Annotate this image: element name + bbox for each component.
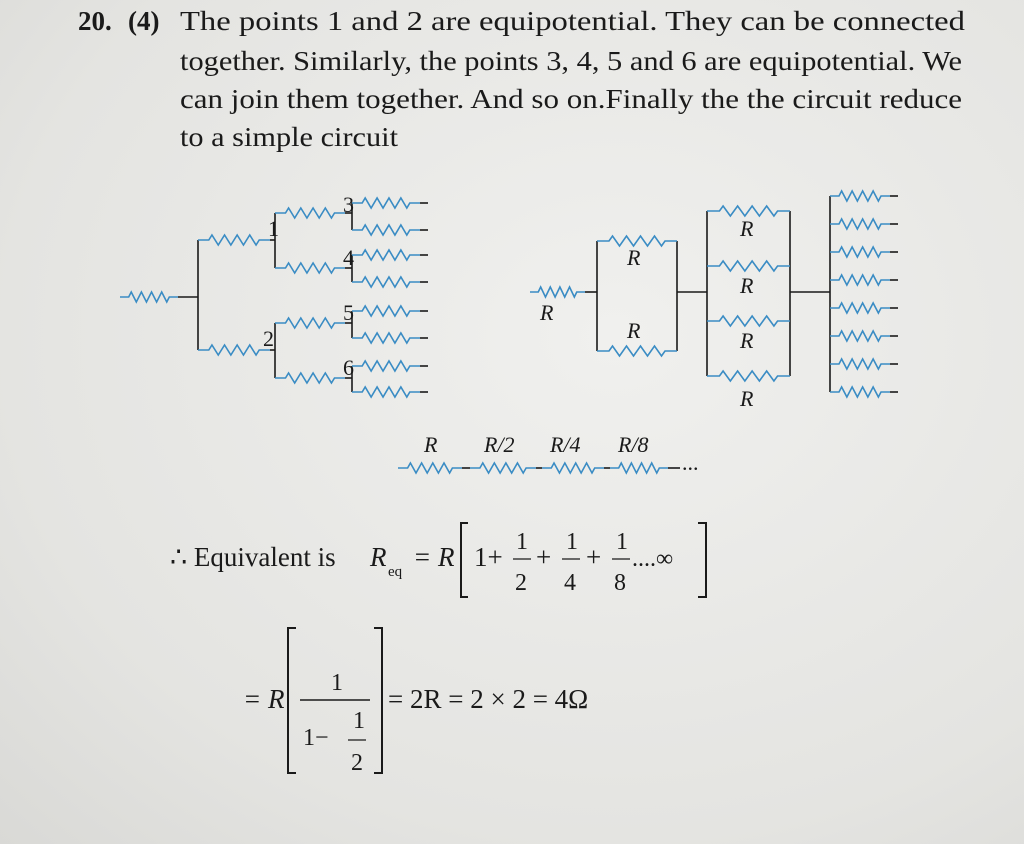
resistor	[198, 343, 270, 357]
fraction-numerator: 1	[516, 529, 528, 555]
inner-numerator: 1	[353, 708, 365, 734]
node-label-4: 4	[343, 245, 354, 270]
resistor	[352, 359, 420, 373]
resistor	[597, 344, 677, 358]
resistor	[707, 259, 790, 273]
resistor	[707, 204, 790, 218]
equation-equals-r: = R	[413, 542, 455, 572]
resistor	[275, 316, 345, 330]
series-label: R	[423, 432, 438, 457]
node-label-6: 6	[343, 355, 354, 380]
answer-option: (4)	[128, 6, 159, 36]
equation-equals-r: = R	[243, 684, 285, 714]
resistor	[352, 275, 420, 289]
resistor-labels: R R R R R R R	[539, 216, 754, 411]
resistor-label: R	[739, 273, 754, 298]
resistor	[275, 261, 345, 275]
series-label: R/4	[549, 432, 581, 457]
series-labels: R R/2 R/4 R/8 ...	[423, 432, 699, 475]
resistor	[542, 461, 604, 475]
equation-lhs: R	[369, 542, 387, 572]
text-line: to a simple circuit	[180, 122, 399, 152]
circuit-diagrams	[120, 189, 898, 475]
fraction-denominator-prefix: 1−	[303, 725, 329, 751]
resistor-label: R	[626, 318, 641, 343]
node-label-2: 2	[263, 326, 274, 351]
fraction-numerator: 1	[566, 529, 578, 555]
resistor	[470, 461, 536, 475]
resistor	[198, 233, 270, 247]
series-label: R/2	[483, 432, 515, 457]
resistor	[597, 234, 677, 248]
series-ellipsis: ...	[682, 450, 699, 475]
resistor	[707, 314, 790, 328]
plus-sign: +	[586, 542, 601, 572]
equation-result: = R 1 1− 1 2 = 2R = 2 × 2 = 4Ω	[243, 627, 588, 776]
resistor	[530, 285, 585, 299]
problem-statement: 20. (4) The points 1 and 2 are equipoten…	[78, 6, 966, 152]
node-labels: 1 2 3 4 5 6	[263, 192, 354, 380]
resistor-label: R	[539, 300, 554, 325]
node-label-1: 1	[268, 216, 279, 241]
equation-prefix: ∴ Equivalent is	[170, 542, 336, 572]
plus-sign: +	[536, 542, 551, 572]
equation-lhs-subscript: eq	[388, 564, 403, 580]
resistor	[707, 369, 790, 383]
fraction-denominator: 4	[564, 570, 576, 596]
equation-series-sum: ∴ Equivalent is R eq = R 1+ 1 2 + 1 4 + …	[170, 522, 707, 598]
resistor-label: R	[739, 216, 754, 241]
resistor	[830, 245, 890, 259]
node-label-3: 3	[343, 192, 354, 217]
resistor	[830, 385, 890, 399]
node-label-5: 5	[343, 300, 354, 325]
fraction-denominator: 8	[614, 570, 626, 596]
text-line: can join them together. And so on.Finall…	[180, 84, 962, 114]
resistor	[398, 461, 462, 475]
fraction-numerator: 1	[331, 670, 343, 696]
equation-one-plus: 1+	[474, 542, 503, 572]
resistor	[830, 329, 890, 343]
resistor	[352, 248, 420, 262]
text-line: together. Similarly, the points 3, 4, 5 …	[180, 46, 962, 76]
problem-number: 20.	[78, 6, 112, 36]
resistor	[352, 385, 420, 399]
resistor	[830, 301, 890, 315]
fraction-numerator: 1	[616, 529, 628, 555]
fraction-denominator: 2	[515, 570, 527, 596]
resistor	[830, 217, 890, 231]
series-tail: ....∞	[632, 546, 673, 572]
resistor	[120, 290, 178, 304]
resistor	[352, 304, 420, 318]
text-line: The points 1 and 2 are equipotential. Th…	[180, 6, 966, 36]
series-label: R/8	[617, 432, 649, 457]
resistor	[275, 371, 345, 385]
equation-result-text: = 2R = 2 × 2 = 4Ω	[388, 684, 588, 714]
inner-denominator: 2	[351, 750, 363, 776]
resistor	[830, 273, 890, 287]
resistor-label: R	[739, 386, 754, 411]
resistor	[610, 461, 668, 475]
resistor	[352, 223, 420, 237]
resistor	[830, 357, 890, 371]
resistor	[275, 206, 345, 220]
resistor-label: R	[739, 328, 754, 353]
resistor	[352, 196, 420, 210]
resistor	[352, 331, 420, 345]
resistor-label: R	[626, 245, 641, 270]
resistor	[830, 189, 890, 203]
